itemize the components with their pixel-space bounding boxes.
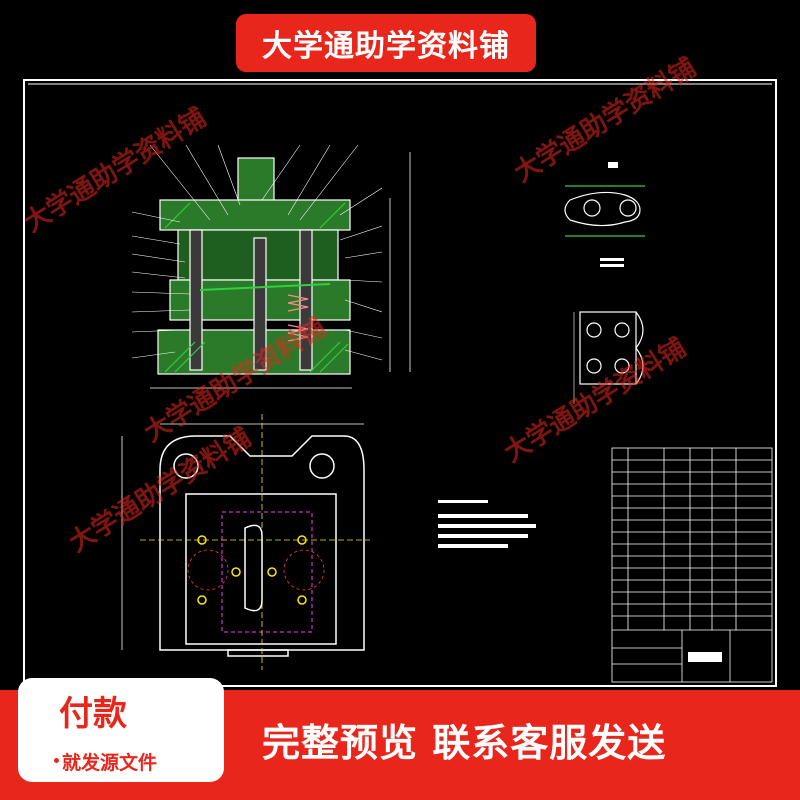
footer-message: 完整预览 联系客服发送 <box>262 721 667 765</box>
payment-card[interactable]: 付款 就发源文件 <box>18 678 224 782</box>
drawing-border <box>23 79 777 687</box>
payment-title: 付款 <box>59 694 127 734</box>
shop-name-banner: 大学通助学资料铺 <box>236 14 536 72</box>
payment-subtitle: 就发源文件 <box>62 752 158 774</box>
die-section-view <box>131 144 411 389</box>
strip-layout <box>573 311 644 404</box>
technical-notes <box>438 500 536 548</box>
bullet-dot-icon <box>54 758 59 763</box>
part-drawing <box>564 162 645 267</box>
parts-list-table <box>611 447 773 683</box>
die-plan-view <box>121 414 370 670</box>
